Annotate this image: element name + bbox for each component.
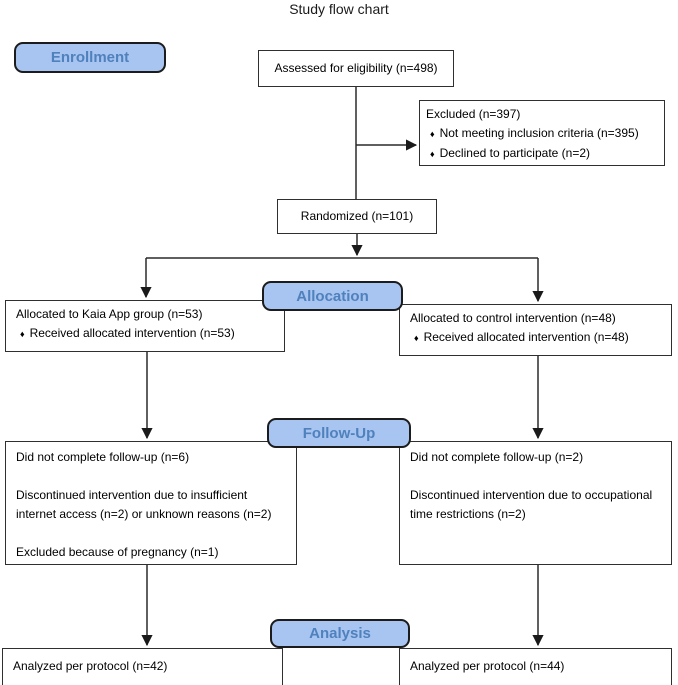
- stage-label-enrollment: Enrollment: [14, 42, 166, 73]
- box-followup-kaia-app: Did not complete follow-up (n=6) Discont…: [5, 441, 297, 565]
- box-assessed-for-eligibility: Assessed for eligibility (n=498): [258, 50, 454, 87]
- excluded-title: Excluded (n=397): [426, 107, 521, 121]
- page-title: Study flow chart: [289, 1, 389, 17]
- bullet-diamond-icon: ♦: [414, 333, 419, 343]
- analysis-left-text: Analyzed per protocol (n=42): [13, 659, 168, 673]
- alloc-right-bullet-text: Received allocated intervention (n=48): [423, 330, 629, 344]
- followup-left-p1: Did not complete follow-up (n=6): [16, 450, 190, 464]
- stage-label-allocation: Allocation: [262, 281, 403, 311]
- alloc-left-line1: Allocated to Kaia App group (n=53): [16, 307, 203, 321]
- box-allocated-kaia-app: Allocated to Kaia App group (n=53) ♦ Rec…: [5, 300, 285, 352]
- bullet-diamond-icon: ♦: [430, 149, 435, 159]
- randomized-text: Randomized (n=101): [300, 209, 414, 223]
- box-analyzed-kaia-app: Analyzed per protocol (n=42): [2, 648, 283, 685]
- alloc-right-bullet: ♦ Received allocated intervention (n=48): [410, 328, 661, 348]
- followup-right-p1: Did not complete follow-up (n=2): [410, 450, 584, 464]
- box-analyzed-control: Analyzed per protocol (n=44): [399, 648, 672, 685]
- stage-label-analysis: Analysis: [270, 619, 410, 648]
- alloc-left-bullet: ♦ Received allocated intervention (n=53): [16, 324, 274, 344]
- excluded-bullet-1-text: Not meeting inclusion criteria (n=395): [439, 126, 639, 140]
- followup-left-p3: Excluded because of pregnancy (n=1): [16, 545, 219, 559]
- assessed-text: Assessed for eligibility (n=498): [274, 61, 438, 75]
- excluded-bullet-1: ♦ Not meeting inclusion criteria (n=395): [426, 124, 658, 144]
- box-allocated-control: Allocated to control intervention (n=48)…: [399, 304, 672, 356]
- bullet-diamond-icon: ♦: [20, 329, 25, 339]
- followup-left-p2: Discontinued intervention due to insuffi…: [16, 488, 272, 521]
- alloc-right-line1: Allocated to control intervention (n=48): [410, 311, 616, 325]
- analysis-right-text: Analyzed per protocol (n=44): [410, 659, 565, 673]
- stage-label-followup: Follow-Up: [267, 418, 411, 448]
- box-excluded: Excluded (n=397) ♦ Not meeting inclusion…: [419, 100, 665, 166]
- excluded-bullet-2: ♦ Declined to participate (n=2): [426, 144, 658, 164]
- box-followup-control: Did not complete follow-up (n=2) Discont…: [399, 441, 672, 565]
- excluded-bullet-2-text: Declined to participate (n=2): [439, 146, 591, 160]
- followup-right-p2: Discontinued intervention due to occupat…: [410, 488, 653, 521]
- alloc-left-bullet-text: Received allocated intervention (n=53): [29, 326, 235, 340]
- bullet-diamond-icon: ♦: [430, 129, 435, 139]
- box-randomized: Randomized (n=101): [277, 199, 437, 234]
